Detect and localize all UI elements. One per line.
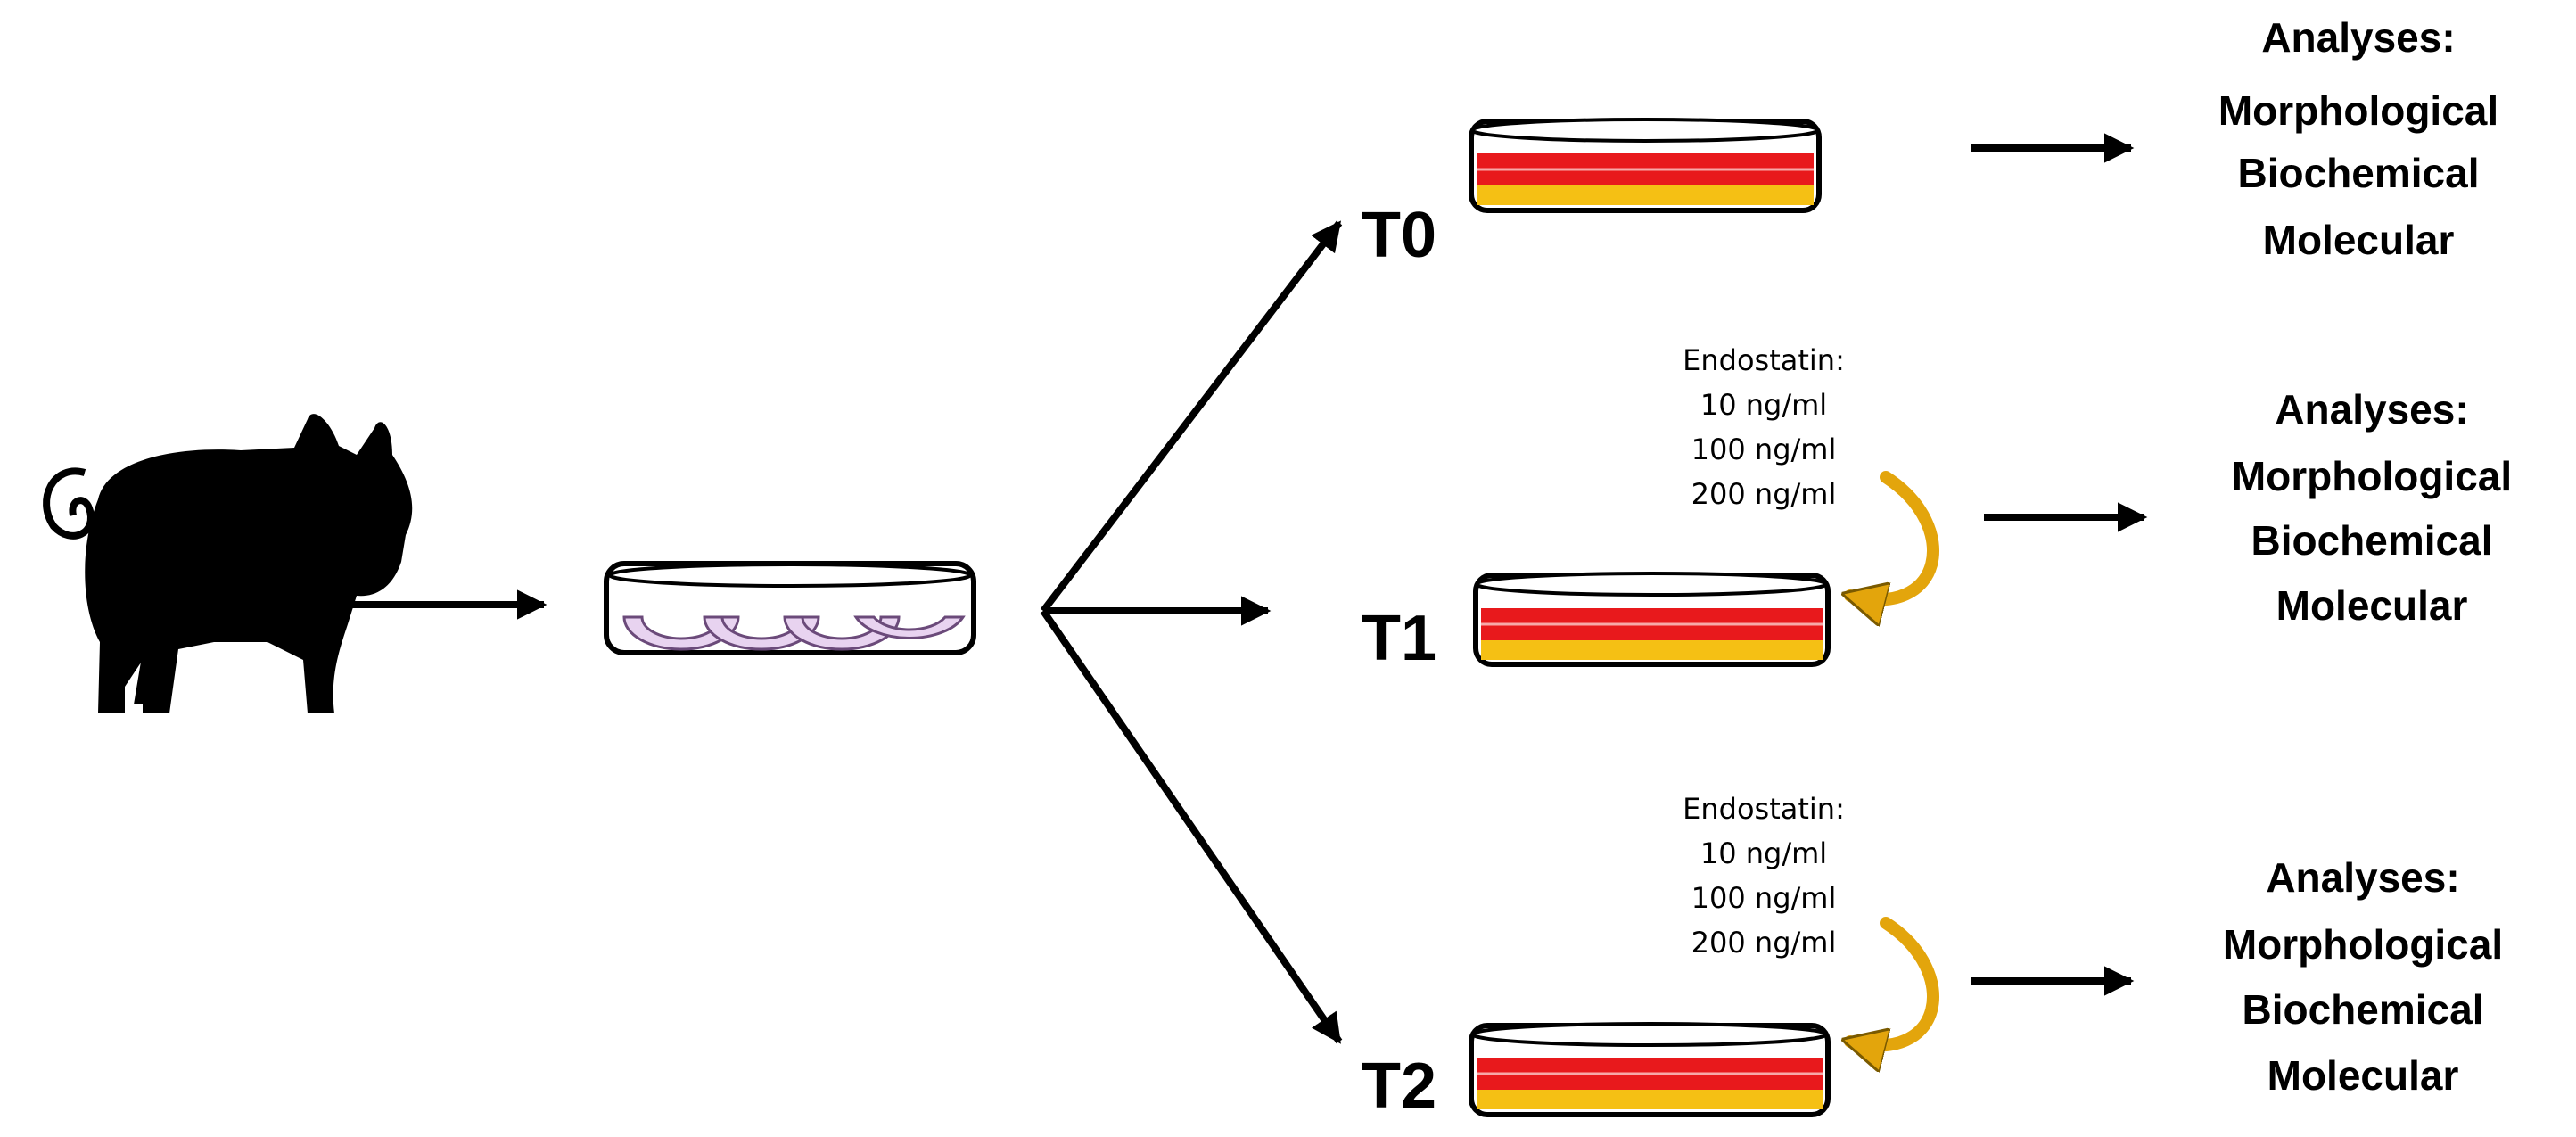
analyses-item: Molecular xyxy=(2276,582,2468,629)
analyses-block-t1: Analyses: Morphological Biochemical Mole… xyxy=(2232,386,2512,629)
petri-dish-icon xyxy=(604,561,976,655)
pig-icon xyxy=(43,414,413,713)
analyses-item: Biochemical xyxy=(2251,517,2493,564)
analyses-item: Molecular xyxy=(2263,217,2455,263)
treatment-block-t1: Endostatin: 10 ng/ml 100 ng/ml 200 ng/ml xyxy=(1683,343,1845,511)
timepoint-label-t1: T1 xyxy=(1362,603,1436,674)
treatment-dose: 10 ng/ml xyxy=(1700,388,1827,422)
analyses-item: Morphological xyxy=(2232,453,2512,499)
analyses-title: Analyses: xyxy=(2275,386,2468,433)
analyses-item: Biochemical xyxy=(2243,986,2484,1033)
analyses-item: Morphological xyxy=(2223,921,2503,968)
curved-arrow-icon xyxy=(1850,917,1939,1045)
treatment-dose: 10 ng/ml xyxy=(1700,836,1827,870)
treatment-title: Endostatin: xyxy=(1683,343,1845,377)
arrows-to-analyses xyxy=(1971,133,2148,996)
analyses-item: Morphological xyxy=(2218,87,2498,134)
treatment-title: Endostatin: xyxy=(1683,792,1845,826)
culture-dish-t2 xyxy=(1469,1022,1831,1117)
analyses-title: Analyses: xyxy=(2266,854,2459,901)
timepoint-label-t0: T0 xyxy=(1362,200,1436,271)
analyses-item: Biochemical xyxy=(2238,150,2480,196)
timepoint-label-t2: T2 xyxy=(1362,1050,1436,1122)
treatment-dose: 200 ng/ml xyxy=(1691,477,1837,511)
tissue-slices xyxy=(622,615,966,651)
analyses-block-t2: Analyses: Morphological Biochemical Mole… xyxy=(2223,854,2503,1099)
culture-dish-t1 xyxy=(1473,572,1831,667)
branch-arrows xyxy=(1040,220,1343,1044)
treatment-dose: 200 ng/ml xyxy=(1691,926,1837,960)
culture-dish-t0 xyxy=(1469,118,1822,213)
treatment-dose: 100 ng/ml xyxy=(1691,433,1837,466)
analyses-title: Analyses: xyxy=(2261,14,2455,61)
curved-arrow-icon xyxy=(1850,471,1939,599)
treatment-block-t2: Endostatin: 10 ng/ml 100 ng/ml 200 ng/ml xyxy=(1683,792,1845,960)
treatment-dose: 100 ng/ml xyxy=(1691,881,1837,915)
analyses-block-t0: Analyses: Morphological Biochemical Mole… xyxy=(2218,14,2498,263)
analyses-item: Molecular xyxy=(2267,1052,2459,1099)
